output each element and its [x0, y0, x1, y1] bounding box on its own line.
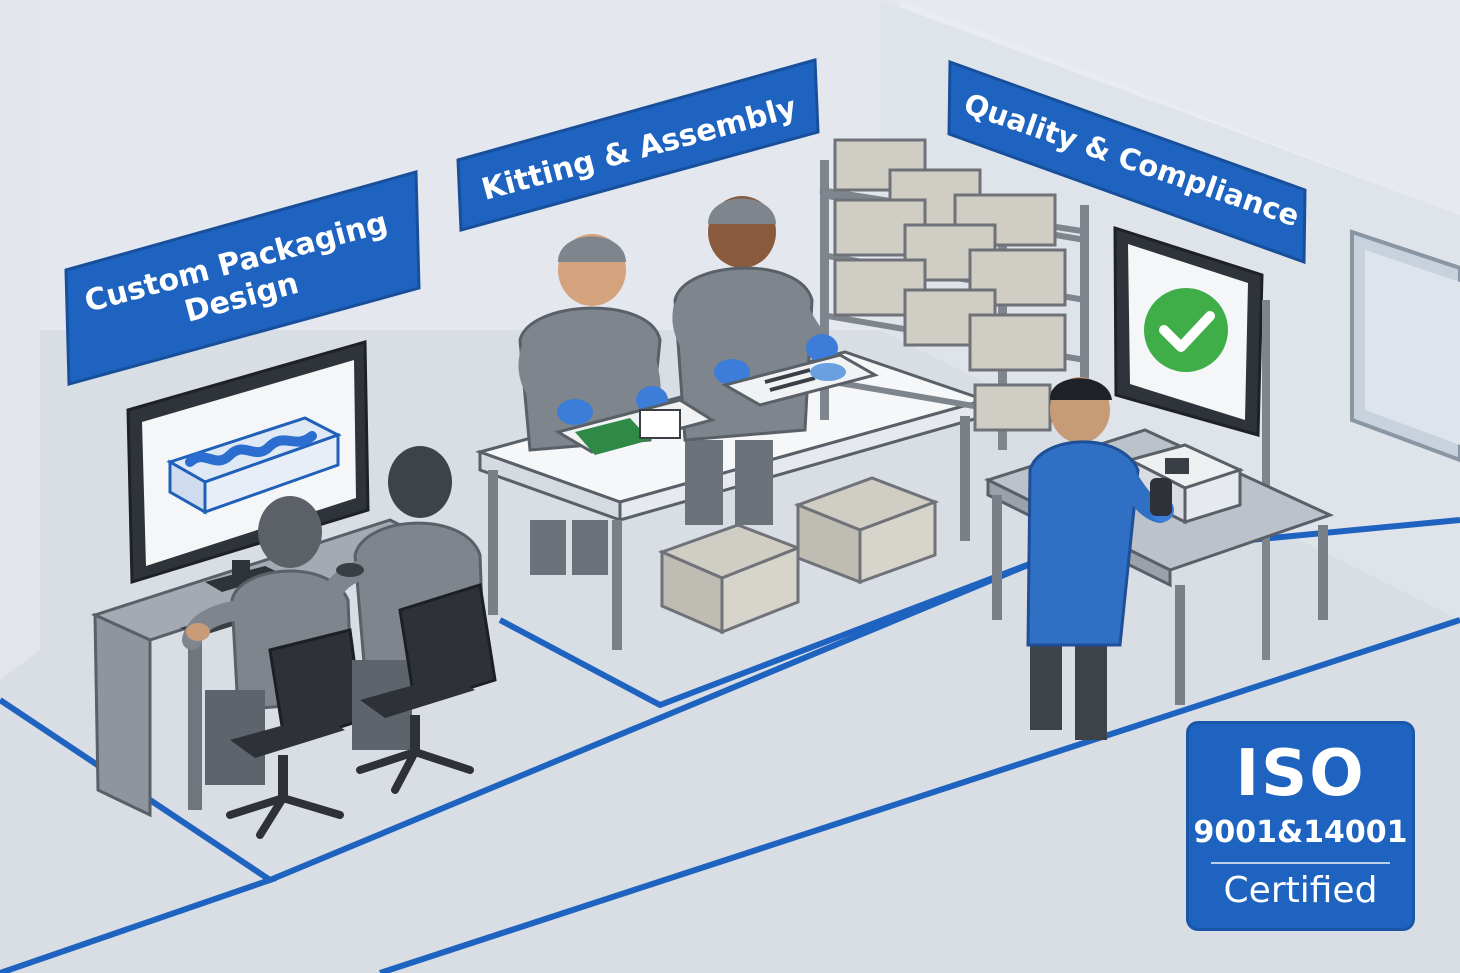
- window: [1350, 229, 1460, 463]
- check-circle-icon: [1144, 288, 1228, 372]
- inspector: [1026, 377, 1174, 740]
- back-wall: [0, 0, 1460, 215]
- badge-standards: 9001&14001: [1193, 815, 1408, 850]
- floor-box-right: [793, 476, 940, 585]
- floor-box-left: [657, 523, 803, 635]
- office-chair-right: [356, 583, 497, 794]
- left-wall-floor-edge: [0, 0, 40, 680]
- iso-certification-badge: ISO 9001&14001 Certified: [1186, 721, 1415, 931]
- sign-custom-packaging-design: Custom Packaging Design: [64, 170, 421, 386]
- badge-divider: [1211, 862, 1390, 864]
- badge-title: ISO: [1235, 737, 1366, 811]
- mouse: [336, 563, 364, 577]
- kitting-worker-right: [672, 196, 838, 525]
- office-chair-left: [226, 628, 364, 839]
- floor-zone-lines: [0, 517, 1460, 973]
- kit-tray-right: [721, 353, 879, 407]
- badge-status: Certified: [1223, 870, 1378, 911]
- shelf-boxes: [833, 138, 1067, 432]
- kit-tray-left: [554, 398, 716, 455]
